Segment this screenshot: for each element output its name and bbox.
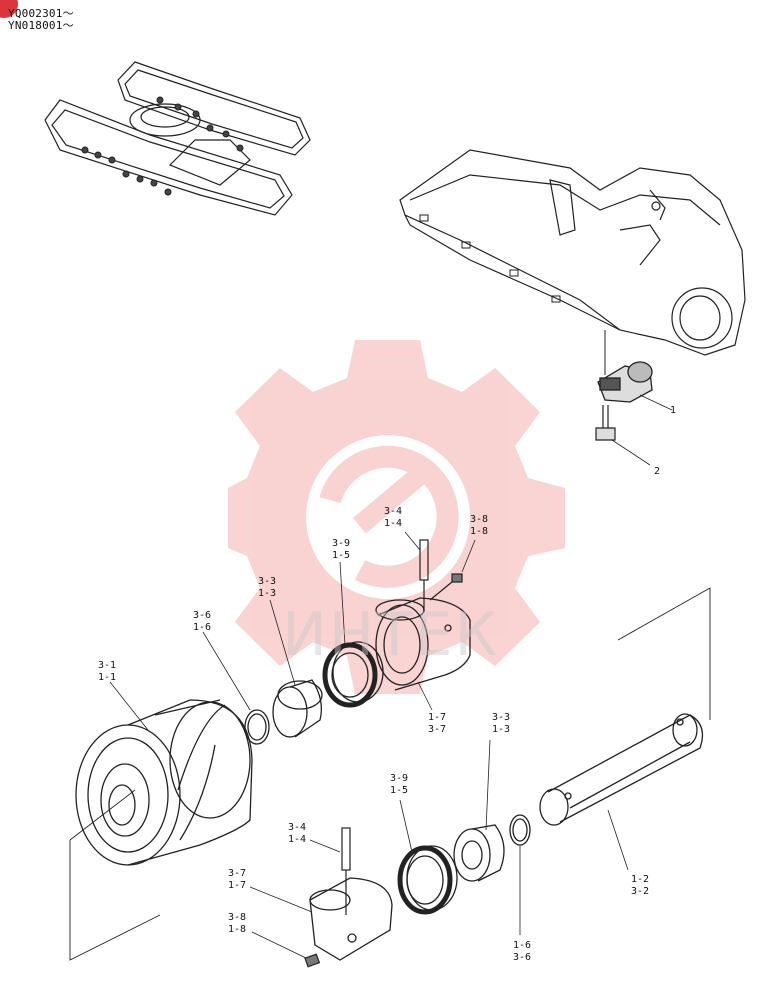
part-3-6-ring xyxy=(509,814,531,846)
callout-3-3a: 3-3 xyxy=(258,576,277,587)
leader-line xyxy=(404,531,421,551)
callout-3-8a: 3-8 xyxy=(470,514,489,525)
callout-1-3a: 1-3 xyxy=(258,588,277,599)
leader-line xyxy=(339,561,346,646)
part-3-3-bushing xyxy=(453,824,505,882)
part-3-8-plug xyxy=(304,953,321,968)
part-1-bracket xyxy=(597,361,653,403)
callout-3-9a: 3-9 xyxy=(332,538,351,549)
callout-1-4b: 1-4 xyxy=(288,834,307,845)
part-3-7-housing xyxy=(309,877,393,961)
callout-1-6b: 1-6 xyxy=(513,940,532,951)
callout-1-3b: 1-3 xyxy=(492,724,511,735)
part-3-9-seal xyxy=(397,845,458,915)
callout-1-5b: 1-5 xyxy=(390,785,409,796)
leader-line xyxy=(485,739,491,831)
red-badge-icon xyxy=(0,0,18,18)
part-3-1-roller xyxy=(75,699,253,866)
callout-3-4b: 3-4 xyxy=(288,822,307,833)
leader-line xyxy=(417,681,433,711)
leader-line xyxy=(269,599,296,686)
callout-1: 1 xyxy=(670,405,677,416)
leader-line xyxy=(251,931,307,959)
leader-line xyxy=(399,799,413,853)
callout-2: 2 xyxy=(654,466,661,477)
leader-line xyxy=(639,394,673,411)
callout-1-8b: 1-8 xyxy=(228,924,247,935)
callout-3-6b: 3-6 xyxy=(513,952,532,963)
serial-number-2: YN018001～ xyxy=(8,19,74,32)
part-2-bolt xyxy=(595,405,616,441)
callout-3-7a: 3-7 xyxy=(428,724,447,735)
part-3-6-ring xyxy=(244,709,270,745)
part-3-4-pin xyxy=(341,827,351,915)
callout-3-8b: 3-8 xyxy=(228,912,247,923)
leader-line xyxy=(607,809,629,871)
leader-line xyxy=(109,681,149,731)
leader-line xyxy=(249,886,313,913)
part-3-4-pin xyxy=(419,539,429,612)
callout-1-2: 1-2 xyxy=(631,874,650,885)
serial-number-1: YQ002301～ xyxy=(8,7,74,20)
callout-1-5a: 1-5 xyxy=(332,550,351,561)
callout-1-7a: 1-7 xyxy=(428,712,447,723)
watermark-text: ИНТЕК xyxy=(282,600,500,670)
part-3-8-plug xyxy=(429,573,463,601)
watermark-gear-icon xyxy=(228,340,565,694)
leader-line xyxy=(309,839,341,853)
callout-1-7b: 1-7 xyxy=(228,880,247,891)
leader-line xyxy=(611,439,651,466)
callout-3-6a: 3-6 xyxy=(193,610,212,621)
callout-3-7b: 3-7 xyxy=(228,868,247,879)
callout-1-1: 1-1 xyxy=(98,672,117,683)
callout-3-2: 3-2 xyxy=(631,886,650,897)
part-1-2-shaft xyxy=(539,713,704,826)
frame-section xyxy=(399,149,746,356)
callout-3-4a: 3-4 xyxy=(384,506,403,517)
callout-1-8a: 1-8 xyxy=(470,526,489,537)
part-3-3-bushing xyxy=(272,679,323,738)
callout-3-1: 3-1 xyxy=(98,660,117,671)
callout-3-3b: 3-3 xyxy=(492,712,511,723)
leader-line xyxy=(461,539,476,573)
callout-1-4a: 1-4 xyxy=(384,518,403,529)
leader-line xyxy=(202,631,251,711)
callout-1-6a: 1-6 xyxy=(193,622,212,633)
track-frame-overview xyxy=(44,61,311,216)
callout-3-9b: 3-9 xyxy=(390,773,409,784)
